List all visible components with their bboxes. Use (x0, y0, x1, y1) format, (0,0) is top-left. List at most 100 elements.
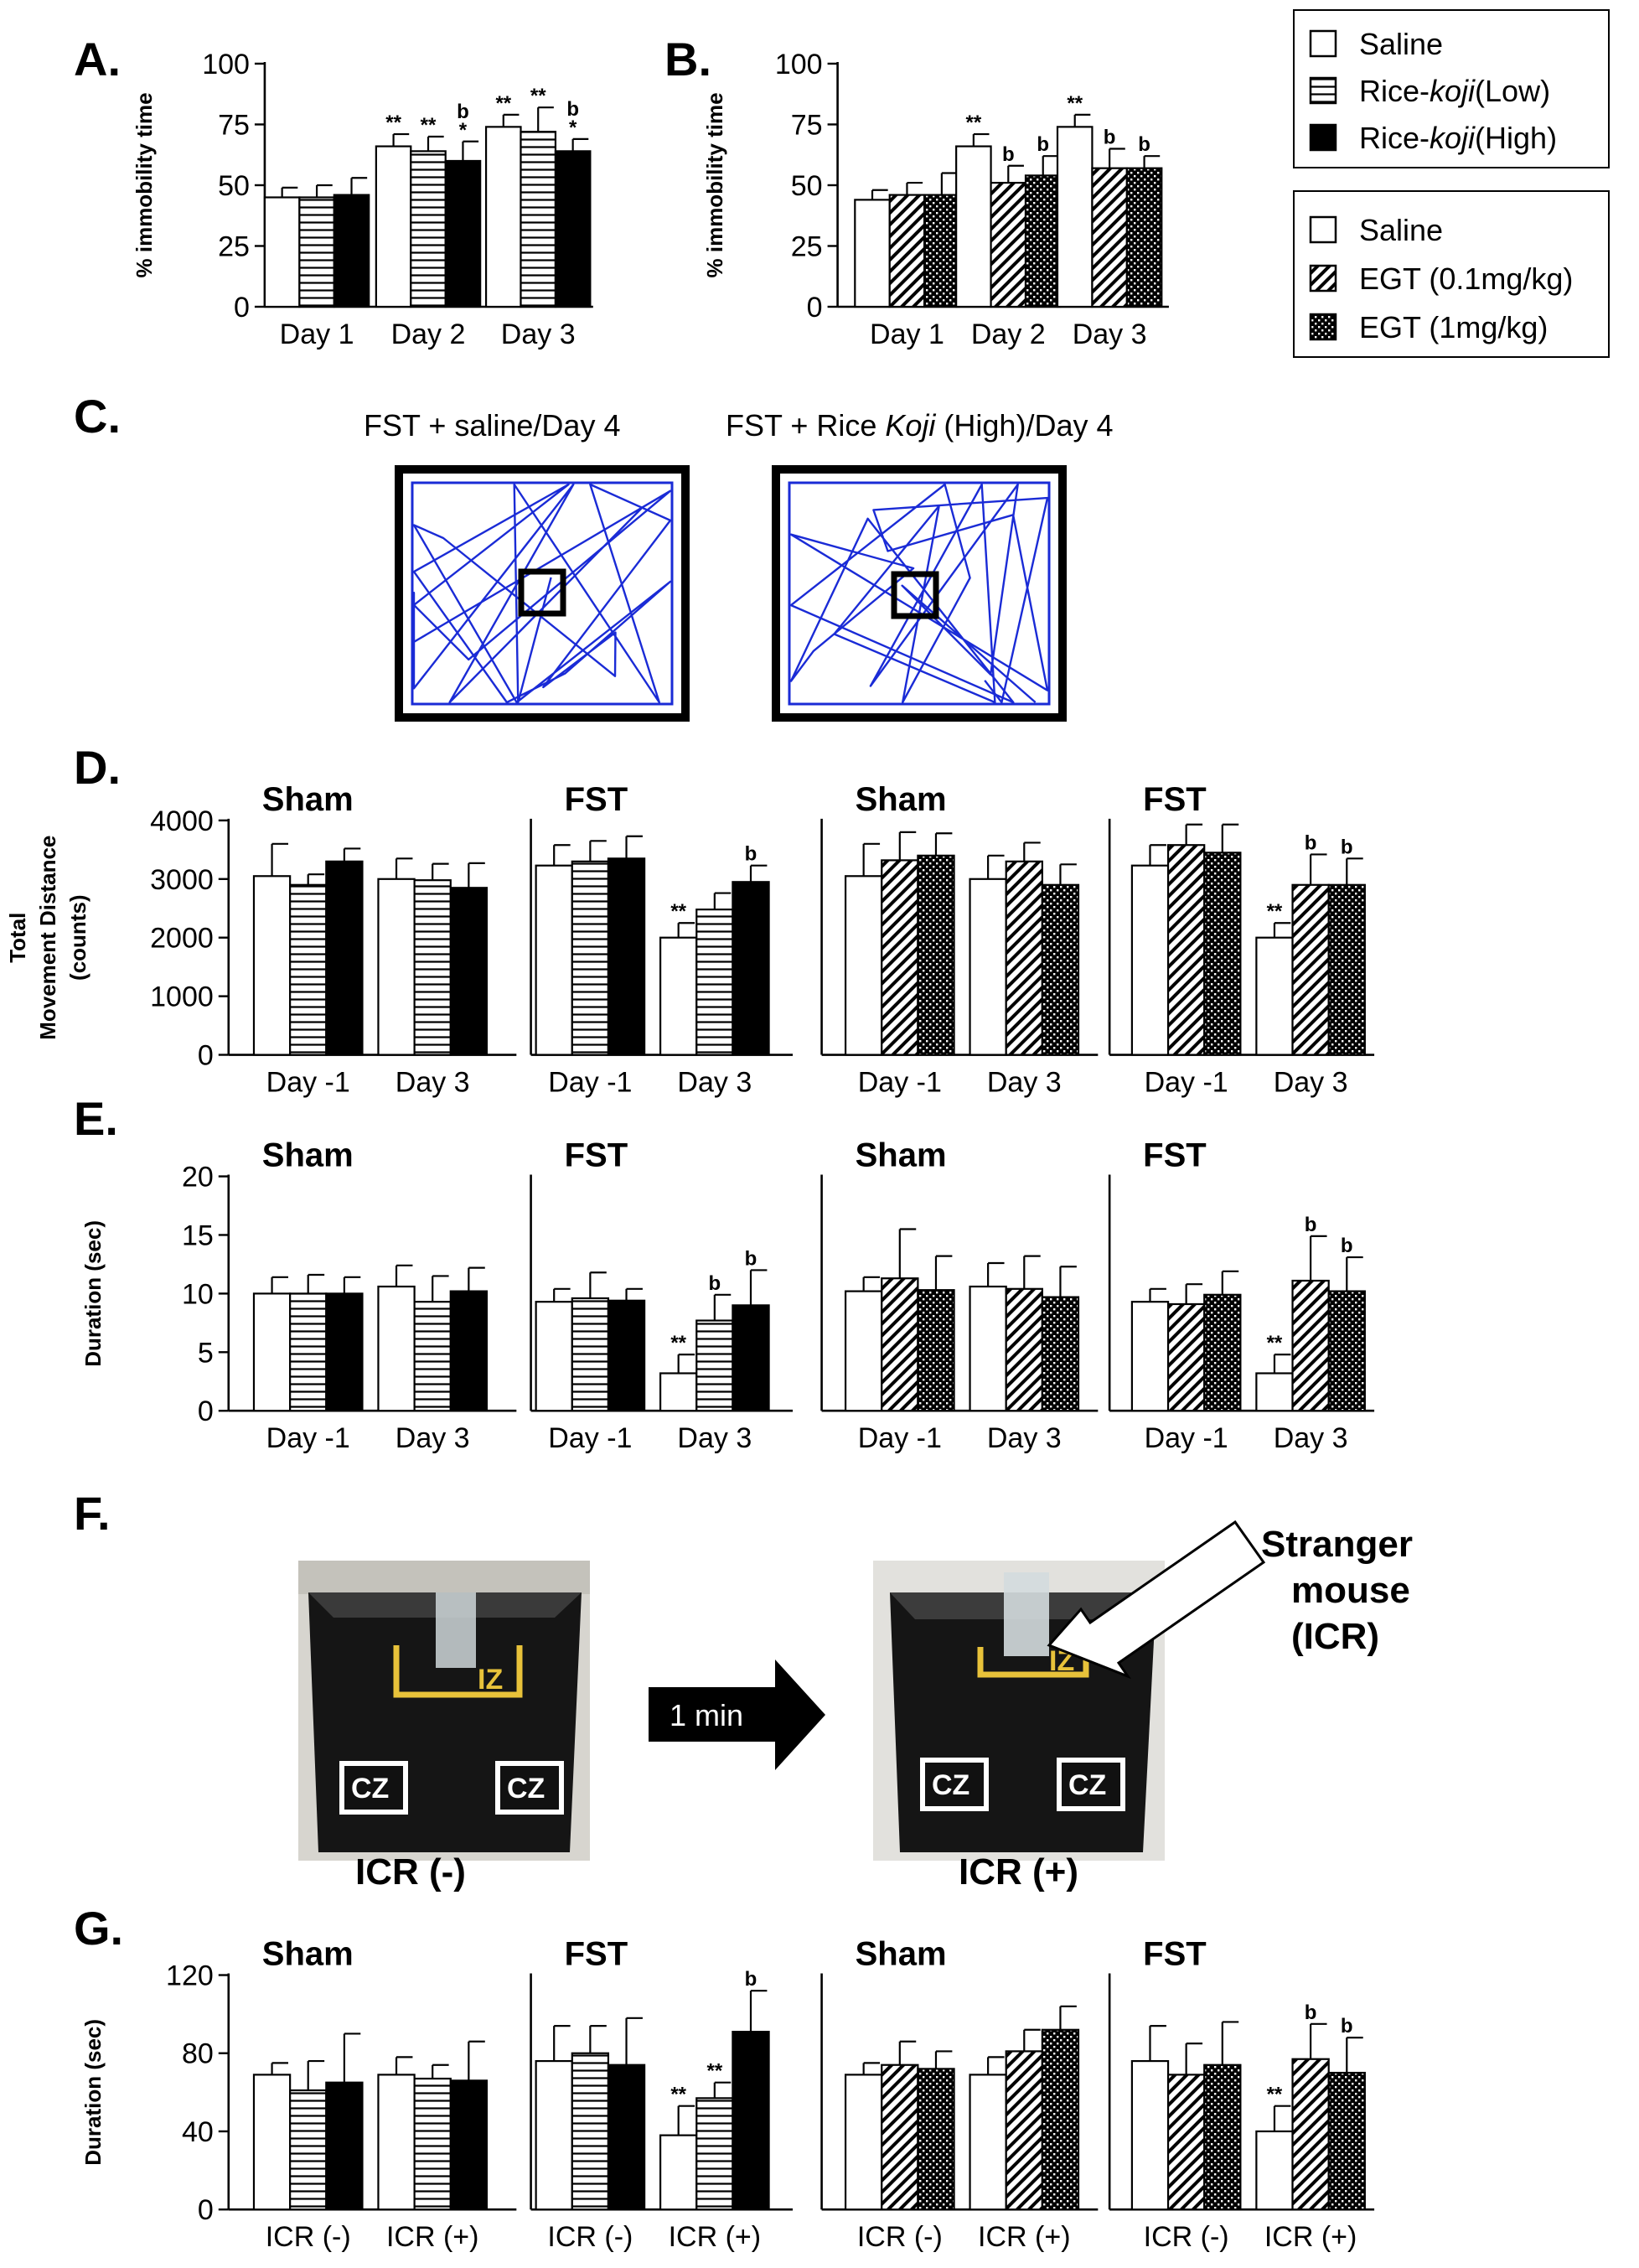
significance-mark: b (1138, 133, 1150, 156)
bar (571, 1297, 610, 1412)
significance-mark: * (459, 119, 468, 142)
bar (1130, 1301, 1170, 1412)
chart-title: FST (565, 781, 628, 818)
legend-label-egt-high: EGT (1mg/kg) (1359, 310, 1548, 344)
bar (969, 2074, 1007, 2211)
chart-title: Sham (856, 1936, 947, 1973)
significance-mark: ** (670, 1332, 686, 1354)
bar (1005, 1287, 1043, 1412)
open-field-track-koji-high (772, 465, 1067, 722)
bar (1166, 1302, 1206, 1412)
significance-mark: * (569, 117, 577, 139)
significance-mark: b (457, 101, 469, 123)
zone-label-iz: IZ (478, 1664, 503, 1696)
bar (377, 1285, 416, 1412)
bar (732, 881, 770, 1056)
category-label: ICR (+) (978, 2221, 1071, 2253)
chart-title: Sham (262, 781, 354, 818)
bar (333, 194, 370, 308)
bar (1203, 1293, 1242, 1412)
track-wall-path (411, 481, 674, 706)
bar (1255, 1372, 1294, 1412)
bar (1166, 844, 1206, 1056)
arrow-1-min: 1 min (649, 1660, 825, 1770)
zone-label-cz-right-plus: CZ (1068, 1769, 1106, 1801)
category-label: ICR (+) (669, 2221, 762, 2253)
photo-icr-plus: IZ CZ CZ (873, 1561, 1165, 1861)
track-path-saline (411, 481, 674, 706)
y-tick-label: 0 (807, 292, 823, 324)
y-tick-label: 4000 (150, 805, 214, 837)
open-field-track-saline (395, 465, 690, 722)
bar (413, 1301, 452, 1412)
bar (571, 2052, 610, 2211)
photo-caption-right: ICR (+) (959, 1851, 1078, 1893)
chart-title: Sham (856, 781, 947, 818)
bar (990, 181, 1027, 308)
legend-koji: Saline Rice-koji(Low) Rice-koji(High) (1293, 9, 1610, 168)
legend-swatch-saline (1309, 29, 1337, 58)
bar (917, 1289, 955, 1412)
legend-swatch-koji-low (1309, 76, 1337, 105)
panel-label-e: E. (74, 1092, 118, 1145)
bar (659, 2134, 698, 2211)
category-label: Day -1 (1145, 1422, 1228, 1454)
category-label: Day -1 (266, 1422, 350, 1454)
significance-mark: ** (495, 92, 511, 115)
bar (325, 1292, 364, 1412)
significance-mark: b (1305, 2001, 1317, 2024)
bar (1056, 126, 1094, 308)
callout-line-3: (ICR) (1291, 1616, 1379, 1657)
bar (1130, 864, 1170, 1056)
bar (1327, 883, 1366, 1056)
bar (252, 2074, 292, 2211)
bar (969, 878, 1007, 1056)
significance-mark: b (1305, 1214, 1317, 1236)
category-label: Day 2 (391, 318, 466, 350)
category-label: Day 3 (501, 318, 576, 350)
bar (413, 2077, 452, 2211)
bar (1291, 1279, 1330, 1412)
category-label: Day 3 (396, 1422, 470, 1454)
significance-mark: b (1341, 1235, 1353, 1257)
bar (289, 2089, 328, 2211)
y-tick-label: 25 (791, 230, 823, 262)
zone-label-cz-left-plus: CZ (932, 1769, 969, 1801)
significance-mark: ** (1267, 900, 1283, 923)
bar (1327, 2071, 1366, 2211)
category-label: Day 3 (987, 1067, 1062, 1099)
y-axis-label: % immobility time (132, 92, 157, 277)
bar (881, 859, 919, 1056)
bar (298, 196, 335, 308)
y-tick-label: 50 (791, 170, 823, 202)
bar (607, 1299, 646, 1412)
bar (263, 196, 301, 308)
bar (1005, 860, 1043, 1056)
bar (917, 2068, 955, 2211)
category-label: Day 3 (1274, 1422, 1348, 1454)
bar (1130, 2059, 1170, 2211)
significance-mark: ** (530, 85, 546, 107)
category-label: Day 3 (677, 1422, 752, 1454)
bar (1024, 174, 1062, 308)
chart-title: FST (1143, 781, 1207, 818)
significance-mark: ** (385, 111, 401, 134)
y-tick-label: 3000 (150, 864, 214, 896)
category-label: Day 3 (396, 1067, 470, 1099)
callout-line-2: mouse (1291, 1570, 1410, 1611)
center-zone-square (518, 568, 566, 617)
category-label: ICR (+) (1264, 2221, 1357, 2253)
y-axis-label: Movement Distance (35, 836, 60, 1040)
y-tick-label: 1000 (150, 981, 214, 1013)
y-tick-label: 5 (198, 1337, 214, 1369)
panel-c-caption-left: FST + saline/Day 4 (364, 408, 620, 443)
chart-title: FST (1143, 1137, 1207, 1174)
bar (252, 1292, 292, 1412)
bar (732, 1304, 770, 1412)
